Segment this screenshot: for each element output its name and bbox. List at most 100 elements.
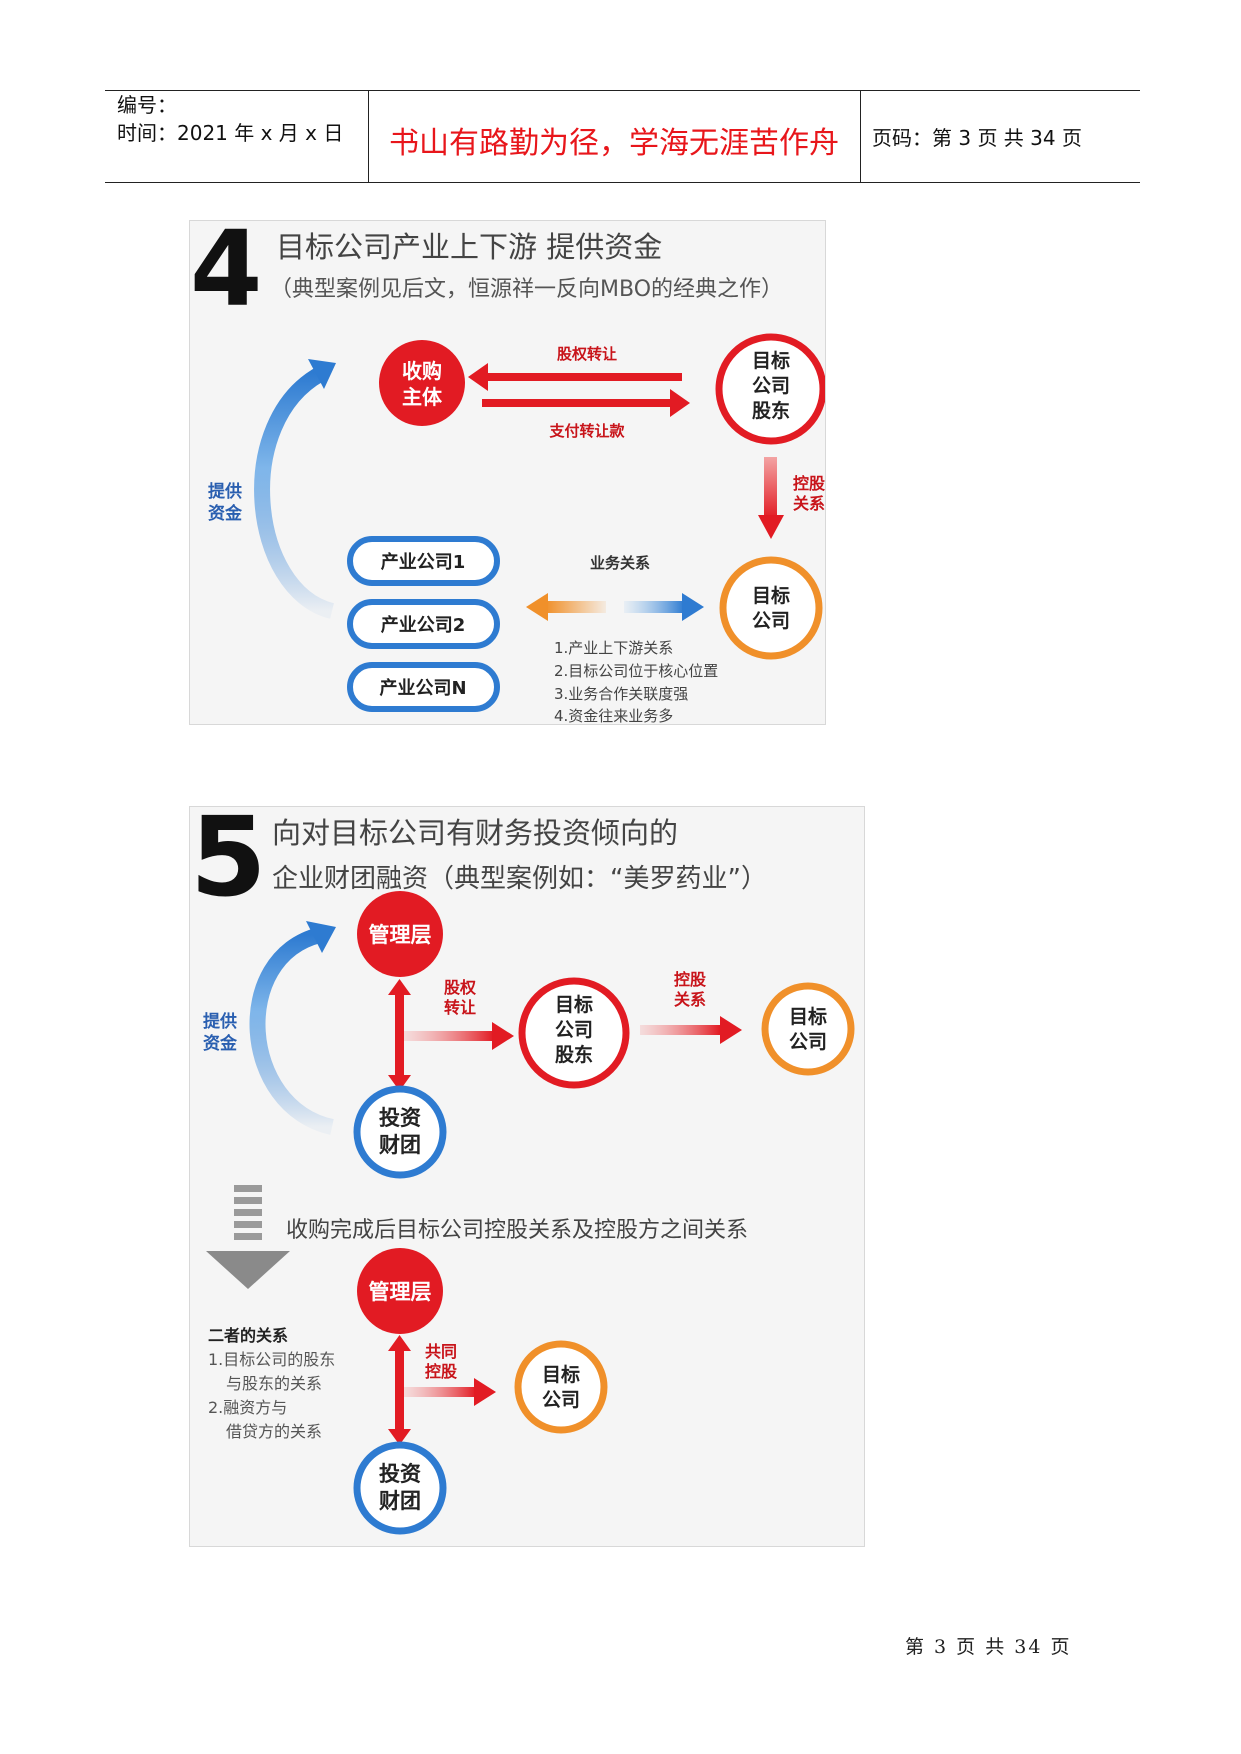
management-after-label: 管理层 — [369, 1280, 432, 1304]
fund-label-line2: 资金 — [203, 1033, 238, 1054]
target-company-after-circle — [514, 1340, 608, 1434]
shareholder-label-line1: 目标 — [752, 350, 790, 372]
industry-company-n-label: 产业公司N — [379, 677, 466, 699]
buyer-label-line2: 主体 — [402, 385, 443, 409]
header-top-rule — [105, 90, 1140, 91]
target-company-circle — [761, 982, 855, 1076]
investor-label-line1: 投资 — [379, 1106, 421, 1130]
fig4-note-2: 2.目标公司位于核心位置 — [554, 662, 718, 680]
page-footer: 第 3 页 共 34 页 — [905, 1636, 1072, 1658]
header-bottom-rule — [105, 182, 1140, 183]
relation-item-2: 与股东的关系 — [226, 1374, 322, 1393]
payment-label: 支付转让款 — [548, 422, 625, 440]
header-motto: 书山有路勤为径，学海无涯苦作舟 — [389, 126, 839, 161]
target-company-after-line2: 公司 — [542, 1389, 580, 1411]
payment-arrow-head — [670, 389, 690, 417]
control-arrow-head — [720, 1016, 742, 1044]
control-arrow-head — [758, 515, 784, 539]
fund-label-line1: 提供 — [208, 481, 242, 502]
equity-transfer-label-line2: 转让 — [444, 998, 476, 1017]
fig4-note-4: 4.资金往来业务多 — [554, 707, 673, 725]
business-arrow-right-head — [682, 593, 704, 621]
control-label-line1: 控股 — [674, 970, 707, 989]
figure-4-number: 4 — [190, 221, 262, 330]
management-circle — [357, 891, 443, 977]
figure-5-title: 向对目标公司有财务投资倾向的 — [272, 816, 678, 850]
business-relation-label: 业务关系 — [590, 554, 650, 572]
figure-4-subtitle: （典型案例见后文，恒源祥一反向MBO的经典之作） — [270, 277, 783, 302]
joint-control-arrow-shaft — [404, 1387, 476, 1397]
header-divider-left — [368, 90, 369, 182]
figure-5-subtitle: 企业财团融资（典型案例如：“美罗药业”） — [272, 864, 767, 894]
target-company-label-line1: 目标 — [789, 1006, 827, 1028]
equity-transfer-arrow-shaft — [404, 1031, 494, 1041]
fund-label-line2: 资金 — [208, 503, 243, 524]
target-company-circle — [719, 556, 823, 660]
business-arrow-right-shaft — [624, 601, 684, 613]
target-company-after-line1: 目标 — [542, 1364, 580, 1386]
figure-5-consortium-financing: 5 向对目标公司有财务投资倾向的 企业财团融资（典型案例如：“美罗药业”） 提供… — [189, 806, 865, 1547]
management-label: 管理层 — [369, 923, 432, 947]
mgmt-investor-arrow-up — [388, 979, 411, 995]
industry-company-n — [347, 662, 500, 712]
fig4-note-1: 1.产业上下游关系 — [554, 639, 673, 657]
target-company-label-line2: 公司 — [789, 1031, 827, 1053]
after-acquisition-caption: 收购完成后目标公司控股关系及控股方之间关系 — [286, 1218, 748, 1243]
joint-control-link — [395, 1347, 404, 1433]
figure-5-number: 5 — [190, 807, 267, 921]
joint-control-label-line2: 控股 — [425, 1362, 458, 1381]
transition-down-arrow — [206, 1185, 290, 1289]
figure-5-diagram: 5 向对目标公司有财务投资倾向的 企业财团融资（典型案例如：“美罗药业”） 提供… — [190, 807, 855, 1535]
industry-company-2 — [347, 599, 500, 649]
management-circle-after — [357, 1248, 443, 1334]
header-divider-right — [860, 90, 861, 182]
investor-consortium-after-circle — [353, 1441, 447, 1535]
shareholder-label-line1: 目标 — [555, 994, 593, 1016]
control-arrow-shaft — [764, 457, 777, 519]
relation-title: 二者的关系 — [208, 1326, 288, 1345]
mgmt-investor-link — [395, 991, 404, 1079]
investor-after-line1: 投资 — [379, 1462, 421, 1486]
industry-company-1-label: 产业公司1 — [381, 551, 466, 573]
buyer-label-line1: 收购 — [402, 359, 442, 383]
industry-company-2-label: 产业公司2 — [381, 614, 466, 636]
figure-4-diagram: 4 目标公司产业上下游 提供资金 （典型案例见后文，恒源祥一反向MBO的经典之作… — [190, 221, 826, 725]
header-page-code: 页码：第 3 页 共 34 页 — [872, 126, 1082, 150]
control-label-line1: 控股 — [793, 474, 826, 493]
relation-item-4: 借贷方的关系 — [226, 1422, 322, 1441]
relation-item-1: 1.目标公司的股东 — [208, 1350, 335, 1369]
business-arrow-left-head — [526, 593, 548, 621]
investor-after-line2: 财团 — [379, 1489, 421, 1513]
figure-4-title: 目标公司产业上下游 提供资金 — [276, 230, 662, 264]
figure-4-upstream-downstream: 4 目标公司产业上下游 提供资金 （典型案例见后文，恒源祥一反向MBO的经典之作… — [189, 220, 826, 725]
joint-control-label-line1: 共同 — [425, 1342, 457, 1361]
fig4-note-3: 3.业务合作关联度强 — [554, 685, 688, 703]
fund-arrow-head — [306, 921, 336, 953]
target-company-label-line2: 公司 — [752, 610, 790, 632]
business-arrow-left-shaft — [546, 601, 606, 613]
fund-label-line1: 提供 — [203, 1011, 237, 1032]
joint-control-arrow-up — [388, 1335, 411, 1351]
investor-label-line2: 财团 — [379, 1133, 421, 1157]
equity-transfer-arrow-head — [468, 363, 488, 391]
document-time-label: 时间：2021 年 x 月 x 日 — [117, 121, 344, 145]
shareholder-label-line2: 公司 — [752, 375, 790, 397]
equity-transfer-label-line1: 股权 — [444, 978, 477, 997]
target-company-label-line1: 目标 — [752, 585, 790, 607]
document-number-label: 编号： — [117, 93, 177, 117]
fund-curve-arrow — [249, 927, 335, 1135]
shareholder-label-line3: 股东 — [752, 399, 790, 422]
fund-arrow-head — [308, 359, 336, 389]
control-label-line2: 关系 — [793, 494, 825, 513]
equity-transfer-arrow-head — [492, 1022, 514, 1050]
fund-curve-arrow — [254, 365, 335, 619]
control-arrow-shaft — [640, 1025, 720, 1035]
payment-arrow-shaft — [482, 399, 672, 407]
industry-company-1 — [347, 536, 500, 586]
investor-consortium-circle — [353, 1085, 447, 1179]
control-label-line2: 关系 — [674, 990, 706, 1009]
buyer-circle — [379, 340, 465, 426]
equity-transfer-arrow-shaft — [482, 373, 682, 381]
shareholder-circle — [715, 333, 825, 445]
joint-control-arrow-head — [474, 1378, 496, 1406]
